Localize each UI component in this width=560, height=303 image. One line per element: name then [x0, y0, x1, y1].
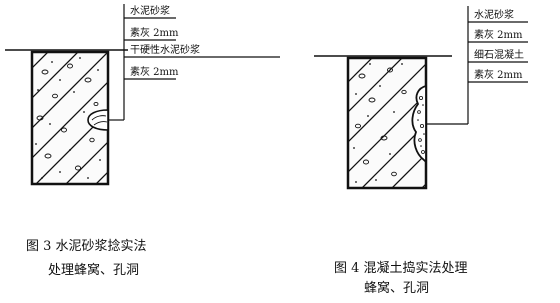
fig3-label-4: 素灰 2mm — [130, 65, 179, 78]
fig4-concrete-wall — [346, 56, 428, 190]
fig3-label-3: 干硬性水泥砂浆 — [130, 43, 200, 56]
fig4-label-2: 素灰 2mm — [474, 28, 523, 41]
fig4-leader-lines — [426, 6, 528, 125]
fig3-label-1: 水泥砂浆 — [130, 4, 170, 17]
fig3-label-2: 素灰 2mm — [130, 26, 179, 39]
fig3-leader-lines — [108, 4, 280, 121]
fig4-label-1: 水泥砂浆 — [474, 8, 514, 21]
fig3-caption-line1: 图 3 水泥砂浆捻实法 — [26, 239, 147, 254]
figure-3: 水泥砂浆 素灰 2mm 干硬性水泥砂浆 素灰 2mm 图 3 水泥砂浆捻实法 处… — [5, 4, 280, 278]
fig3-repair-patch — [87, 109, 109, 131]
fig4-label-4: 素灰 2mm — [474, 68, 523, 81]
fig4-label-3: 细石混凝土 — [474, 48, 524, 61]
fig3-caption-line2: 处理蜂窝、孔洞 — [48, 262, 139, 278]
fig4-repair-fill — [411, 84, 427, 165]
fig4-caption-line2: 蜂窝、孔洞 — [364, 280, 429, 296]
figure-4: 水泥砂浆 素灰 2mm 细石混凝土 素灰 2mm 图 4 混凝土捣实法处理 蜂窝… — [314, 6, 528, 296]
fig4-caption-line1: 图 4 混凝土捣实法处理 — [334, 260, 468, 276]
